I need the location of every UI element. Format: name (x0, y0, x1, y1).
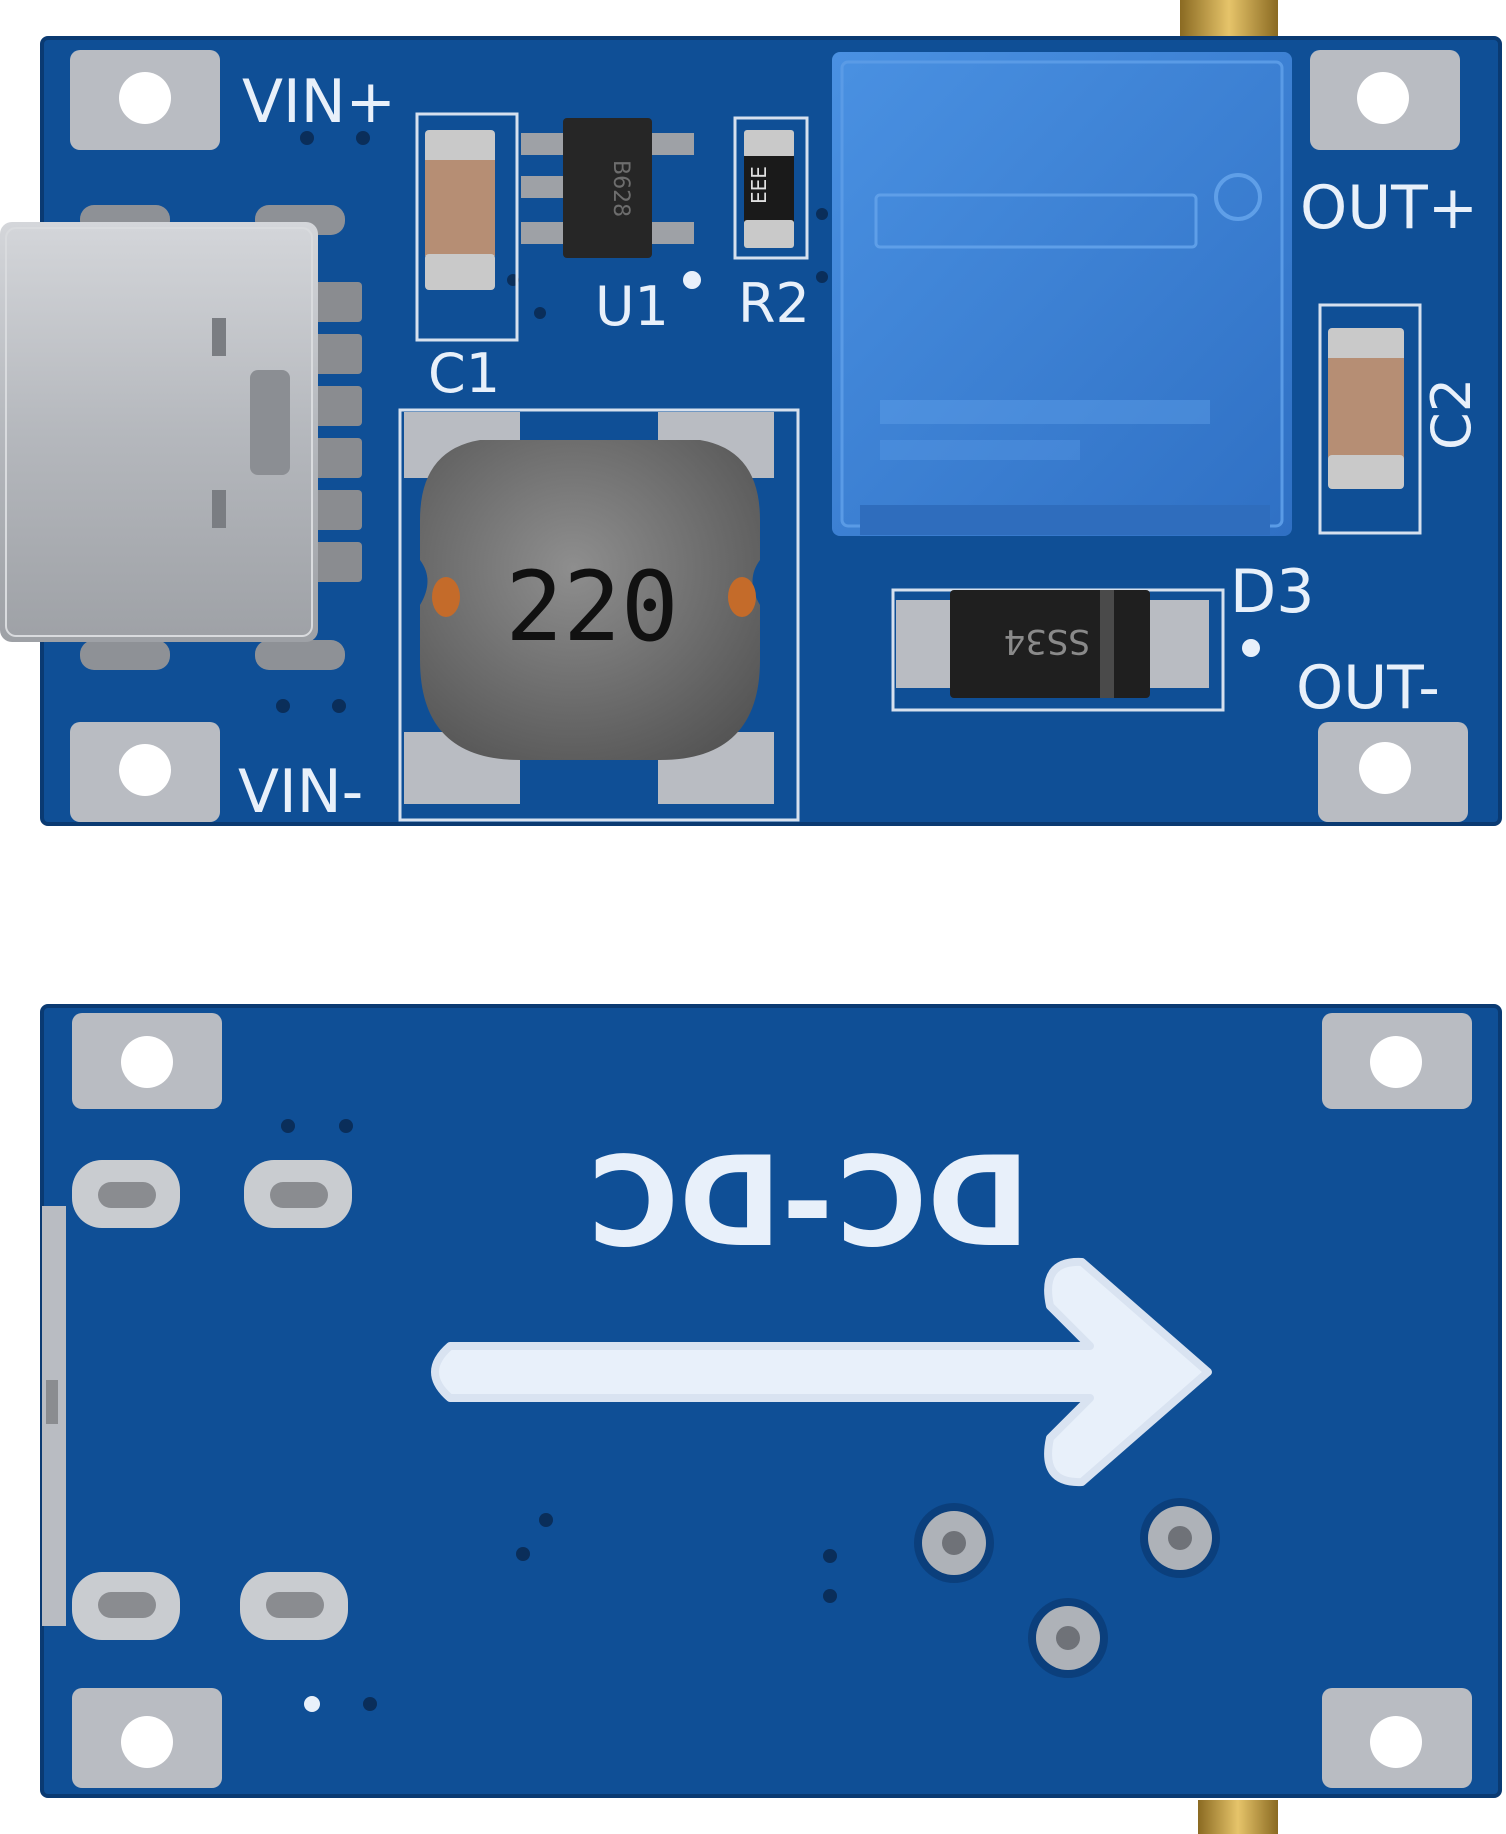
solder-joint (1140, 1498, 1220, 1578)
mounting-hole (72, 1013, 222, 1109)
chip-u1: B628 (521, 118, 694, 258)
capacitor-c2 (1328, 328, 1404, 489)
solder-pad (72, 1160, 180, 1228)
resistor-marking: EEE (747, 166, 771, 204)
capacitor-c1 (425, 130, 495, 290)
label-c2: C2 (1420, 378, 1483, 450)
mounting-hole (1322, 1688, 1472, 1788)
inductor-marking: 220 (505, 551, 678, 663)
label-vin-plus: VIN+ (242, 67, 396, 137)
label-dc-dc: DC-DC (588, 1131, 1030, 1275)
label-d3: D3 (1230, 557, 1314, 627)
solder-pad (72, 1572, 180, 1640)
solder-joint (914, 1503, 994, 1583)
chip-marking: B628 (608, 160, 633, 217)
diode-d3: SS34 (896, 590, 1209, 698)
pot-pin-bottom (1198, 1800, 1278, 1834)
label-r2: R2 (738, 272, 810, 335)
mounting-hole (72, 1688, 222, 1788)
solder-pad (240, 1572, 348, 1640)
label-c1: C1 (428, 342, 500, 405)
bottom-board: DC-DC (40, 1004, 1502, 1834)
mounting-hole (1318, 722, 1468, 822)
usb-connector-edge (42, 1206, 66, 1626)
solder-pad (244, 1160, 352, 1228)
label-out-minus: OUT- (1296, 653, 1440, 723)
mounting-hole (1322, 1013, 1472, 1109)
label-u1: U1 (595, 275, 669, 338)
usb-c-connector (0, 222, 318, 642)
solder-joint (1028, 1598, 1108, 1678)
label-vin-minus: VIN- (238, 757, 363, 827)
resistor-r2: EEE (744, 130, 794, 248)
arrow-icon (431, 1257, 1212, 1487)
top-board: C1 B628 U1 EEE R2 (0, 0, 1502, 827)
mounting-hole (70, 722, 220, 822)
mounting-hole (1310, 50, 1460, 150)
label-out-plus: OUT+ (1300, 173, 1478, 243)
potentiometer (832, 52, 1292, 536)
mounting-hole (70, 50, 220, 150)
inductor: 220 (420, 440, 760, 760)
diode-marking: SS34 (1004, 621, 1090, 661)
